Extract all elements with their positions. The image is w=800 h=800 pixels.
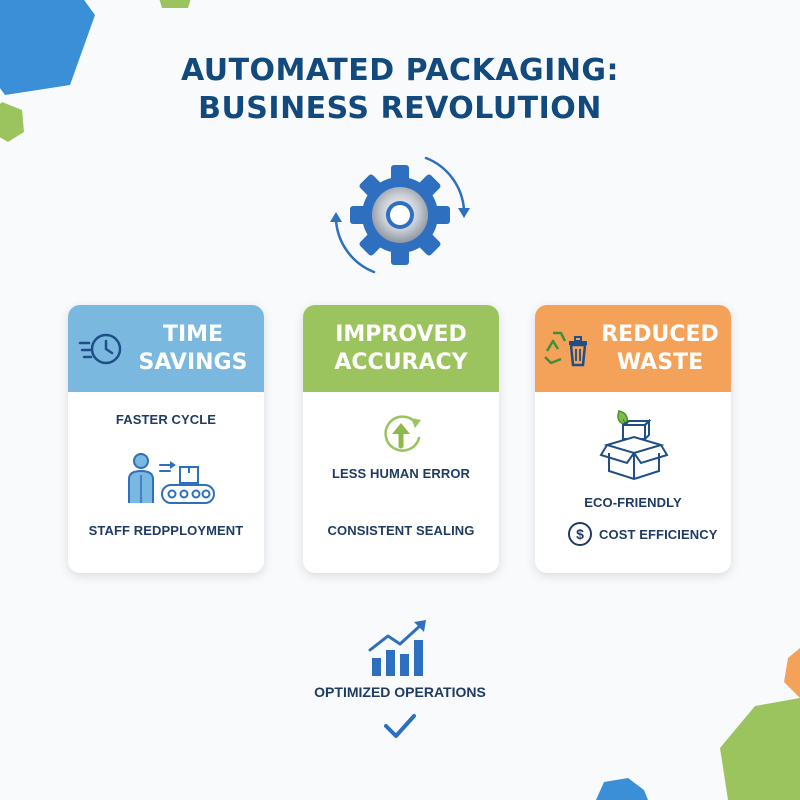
- worker-conveyor-icon: [128, 453, 215, 504]
- svg-text:$: $: [576, 526, 584, 542]
- card-improved-accuracy: IMPROVED ACCURACY LESS HUMAN ERROR CONSI…: [303, 305, 499, 573]
- page-title-line1: AUTOMATED PACKAGING:: [180, 53, 620, 88]
- card-item-less-human-error: LESS HUMAN ERROR: [331, 466, 471, 481]
- card-reduced-waste: REDUCED WASTE ECO-FRIENDLY $ COST EFFICI…: [535, 305, 731, 573]
- growth-chart-icon: [368, 620, 426, 676]
- card-item-staff-redeployment: STAFF REDPPLOYMENT: [88, 523, 244, 538]
- card-header-reduced-waste: REDUCED WASTE: [535, 305, 731, 392]
- card-title-reduced-waste: REDUCED WASTE: [601, 322, 719, 375]
- card-title-time-savings: TIME SAVINGS: [138, 322, 248, 375]
- card-title-improved-accuracy: IMPROVED ACCURACY: [334, 322, 468, 375]
- dollar-coin-icon: $: [568, 522, 592, 546]
- recycle-bin-icon: [544, 331, 587, 367]
- checkmark-icon: [384, 714, 416, 738]
- card-header-improved-accuracy: IMPROVED ACCURACY: [303, 305, 499, 392]
- accuracy-cycle-icon: [384, 415, 421, 452]
- decorative-hexagon-green-left: [0, 102, 24, 142]
- page-title: AUTOMATED PACKAGING: BUSINESS REVOLUTION: [0, 52, 800, 128]
- decorative-hexagon-green-top: [159, 0, 191, 8]
- decorative-hexagon-orange-right: [784, 648, 800, 698]
- card-time-savings: TIME SAVINGS FASTER CYCLE STAFF REDPPLOY…: [68, 305, 264, 573]
- page-title-line2: BUSINESS REVOLUTION: [198, 91, 602, 126]
- decorative-hexagon-blue-top-left: [0, 0, 95, 95]
- clock-icon: [78, 333, 122, 365]
- eco-box-icon: [599, 410, 669, 481]
- optimized-operations-label: OPTIMIZED OPERATIONS: [314, 684, 486, 700]
- card-item-cost-efficiency: COST EFFICIENCY: [599, 527, 718, 542]
- gear-cycle-icon: [330, 156, 470, 274]
- decorative-hexagon-blue-bottom: [596, 778, 648, 800]
- decorative-hexagon-green-bottom-right: [720, 698, 800, 800]
- card-item-eco-friendly: ECO-FRIENDLY: [584, 495, 682, 510]
- card-item-consistent-sealing: CONSISTENT SEALING: [327, 523, 475, 538]
- card-item-faster-cycle: FASTER CYCLE: [115, 412, 217, 427]
- card-header-time-savings: TIME SAVINGS: [68, 305, 264, 392]
